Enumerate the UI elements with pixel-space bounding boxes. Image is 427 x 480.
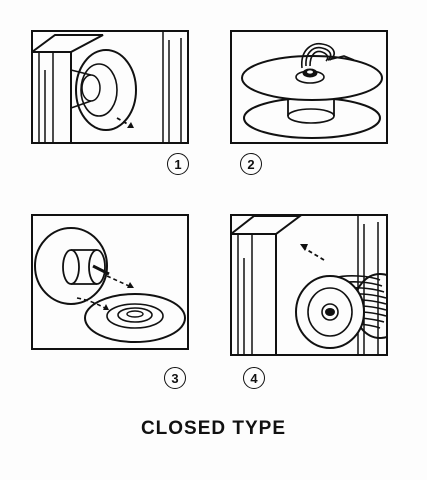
step-4-panel [230,214,388,356]
step-2-illustration [230,30,388,144]
step-3-illustration [31,214,189,350]
step-number-1: 1 [167,153,189,175]
step-3-panel [31,214,189,350]
step-1-illustration [31,30,189,144]
step-4-illustration [230,214,388,356]
step-1-panel [31,30,189,144]
step-number-4: 4 [243,367,265,389]
step-2-panel [230,30,388,144]
figure-caption: CLOSED TYPE [140,418,287,439]
step-number-2: 2 [240,153,262,175]
step-number-3: 3 [164,367,186,389]
